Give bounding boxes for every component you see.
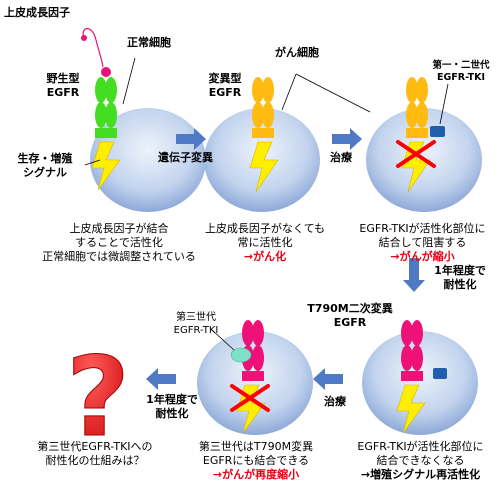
wild-type-egfr-label: 野生型 EGFR [46,72,80,99]
tki3-pointer [211,329,235,351]
lightning-bolt [401,141,431,193]
tki-detached [433,368,447,379]
t790m-egfr-label: T790M二次変異 EGFR [307,302,393,329]
egf-ligand [81,28,111,77]
tki-third-gen [230,347,252,363]
t790m-egfr [401,320,423,381]
caption-normal: 上皮成長因子が結合 することで活性化 正常細胞では微調整されている [42,222,196,263]
cancer-cell-pointer [281,73,297,111]
lightning-bolt [249,141,279,193]
resistance-label-bottom: 1年程度で 耐性化 [146,393,198,420]
cancer-cell-third-gen [197,331,313,435]
treatment-label-bottom: 治療 [324,395,346,408]
survival-signal-label: 生存・増殖 シグナル [17,152,73,179]
egf-title: 上皮成長因子 [4,6,70,19]
caption-tki12: EGFR-TKIが活性化部位に 結合して阻害する →がんが縮小 [359,222,486,263]
arrow-resistance-down [403,258,425,292]
mutant-egfr [252,77,274,138]
tki12-label: 第一・二世代 EGFR-TKI [432,60,490,83]
survival-pointer [84,159,101,166]
normal-cell-label: 正常細胞 [127,36,171,49]
tki3-label: 第三世代 EGFR-TKI [173,312,219,336]
t790m-egfr [242,320,264,381]
tki12-pointer [439,83,449,125]
arrow-treatment-top [332,128,362,150]
arrow-treatment-bottom [313,368,343,390]
wild-type-egfr [95,77,117,138]
treatment-label-top: 治療 [330,151,352,164]
caption-third-gen: 第三世代はT790M変異 EGFRにも結合できる →がんが再度縮小 [198,440,314,481]
lightning-bolt [396,384,426,434]
lightning-bolt [236,384,266,434]
mutant-egfr-label: 変異型 EGFR [208,72,242,99]
normal-cell-pointer [122,57,136,105]
tki-first-second-gen [430,126,445,137]
cancer-cell-pointer [295,73,371,113]
inhibition-x [396,140,436,168]
resistance-label-top: 1年程度で 耐性化 [434,264,486,291]
question-mark-icon: ? [66,333,130,461]
caption-question: 第三世代EGFR-TKIへの 耐性化の仕組みは？ [37,440,153,467]
arrow-gene-mutation [176,128,206,150]
arrow-resistance-left [146,368,176,390]
cancer-cell-t790m [362,331,478,435]
cancer-cell-label: がん細胞 [275,46,319,59]
mutant-egfr [406,77,428,138]
lightning-bolt [91,141,121,191]
caption-t790m: EGFR-TKIが活性化部位に 結合できなくなる →増殖シグナル再活性化 [357,440,484,481]
inhibition-x [230,384,270,412]
gene-mutation-label: 遺伝子変異 [158,151,213,164]
caption-mutation: 上皮成長因子がなくても 常に活性化 →がん化 [204,222,326,263]
